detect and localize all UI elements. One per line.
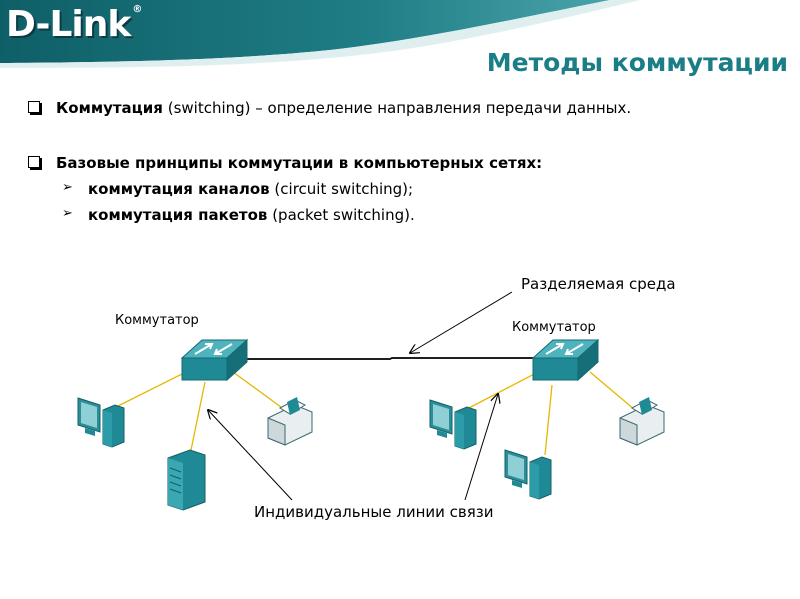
header-band — [0, 0, 640, 68]
switch-left-label: Коммутатор — [115, 313, 199, 328]
square-bullet-icon — [28, 101, 40, 113]
circuit-switching-item: коммутация каналов (circuit switching); — [88, 180, 414, 198]
packet-switching-item: коммутация пакетов (packet switching). — [88, 206, 415, 224]
link-right-pc2 — [544, 384, 553, 456]
individual-lines-arrow-right — [464, 394, 498, 501]
printer-right-icon — [619, 397, 665, 446]
printer-left-icon — [267, 397, 313, 446]
d-link-logo: D-Link® — [6, 4, 142, 45]
link-right-printer — [589, 371, 636, 411]
definition-term: Коммутация — [56, 99, 163, 117]
link-left-server — [189, 381, 206, 456]
individual-lines-arrow-left — [208, 410, 293, 501]
pc-right2-icon — [504, 449, 552, 500]
shared-medium-line — [243, 357, 534, 360]
individual-links — [109, 369, 636, 456]
arrow-bullet-icon: ➢ — [62, 180, 73, 195]
pc-right-icon — [429, 399, 477, 450]
individual-lines-label: Индивидуальные линии связи — [254, 503, 494, 521]
link-left-printer — [232, 371, 286, 411]
square-bullet-icon — [28, 156, 40, 168]
definition-line: Коммутация (switching) – определение нап… — [56, 99, 631, 117]
page-title: Методы коммутации — [486, 48, 788, 77]
principles-heading: Базовые принципы коммутации в компьютерн… — [56, 154, 543, 172]
definition-text: (switching) – определение направления пе… — [162, 99, 632, 117]
switch-right-label: Коммутатор — [512, 320, 596, 335]
shared-medium-label: Разделяемая среда — [521, 275, 676, 293]
link-left-pc — [109, 369, 191, 411]
server-left-icon — [167, 449, 206, 511]
link-right-pc — [464, 369, 543, 411]
switch-right-icon — [531, 338, 600, 382]
arrow-bullet-icon: ➢ — [62, 206, 73, 221]
switch-left-icon — [180, 338, 249, 382]
shared-medium-arrow — [410, 291, 513, 353]
pc-left-icon — [77, 397, 125, 448]
